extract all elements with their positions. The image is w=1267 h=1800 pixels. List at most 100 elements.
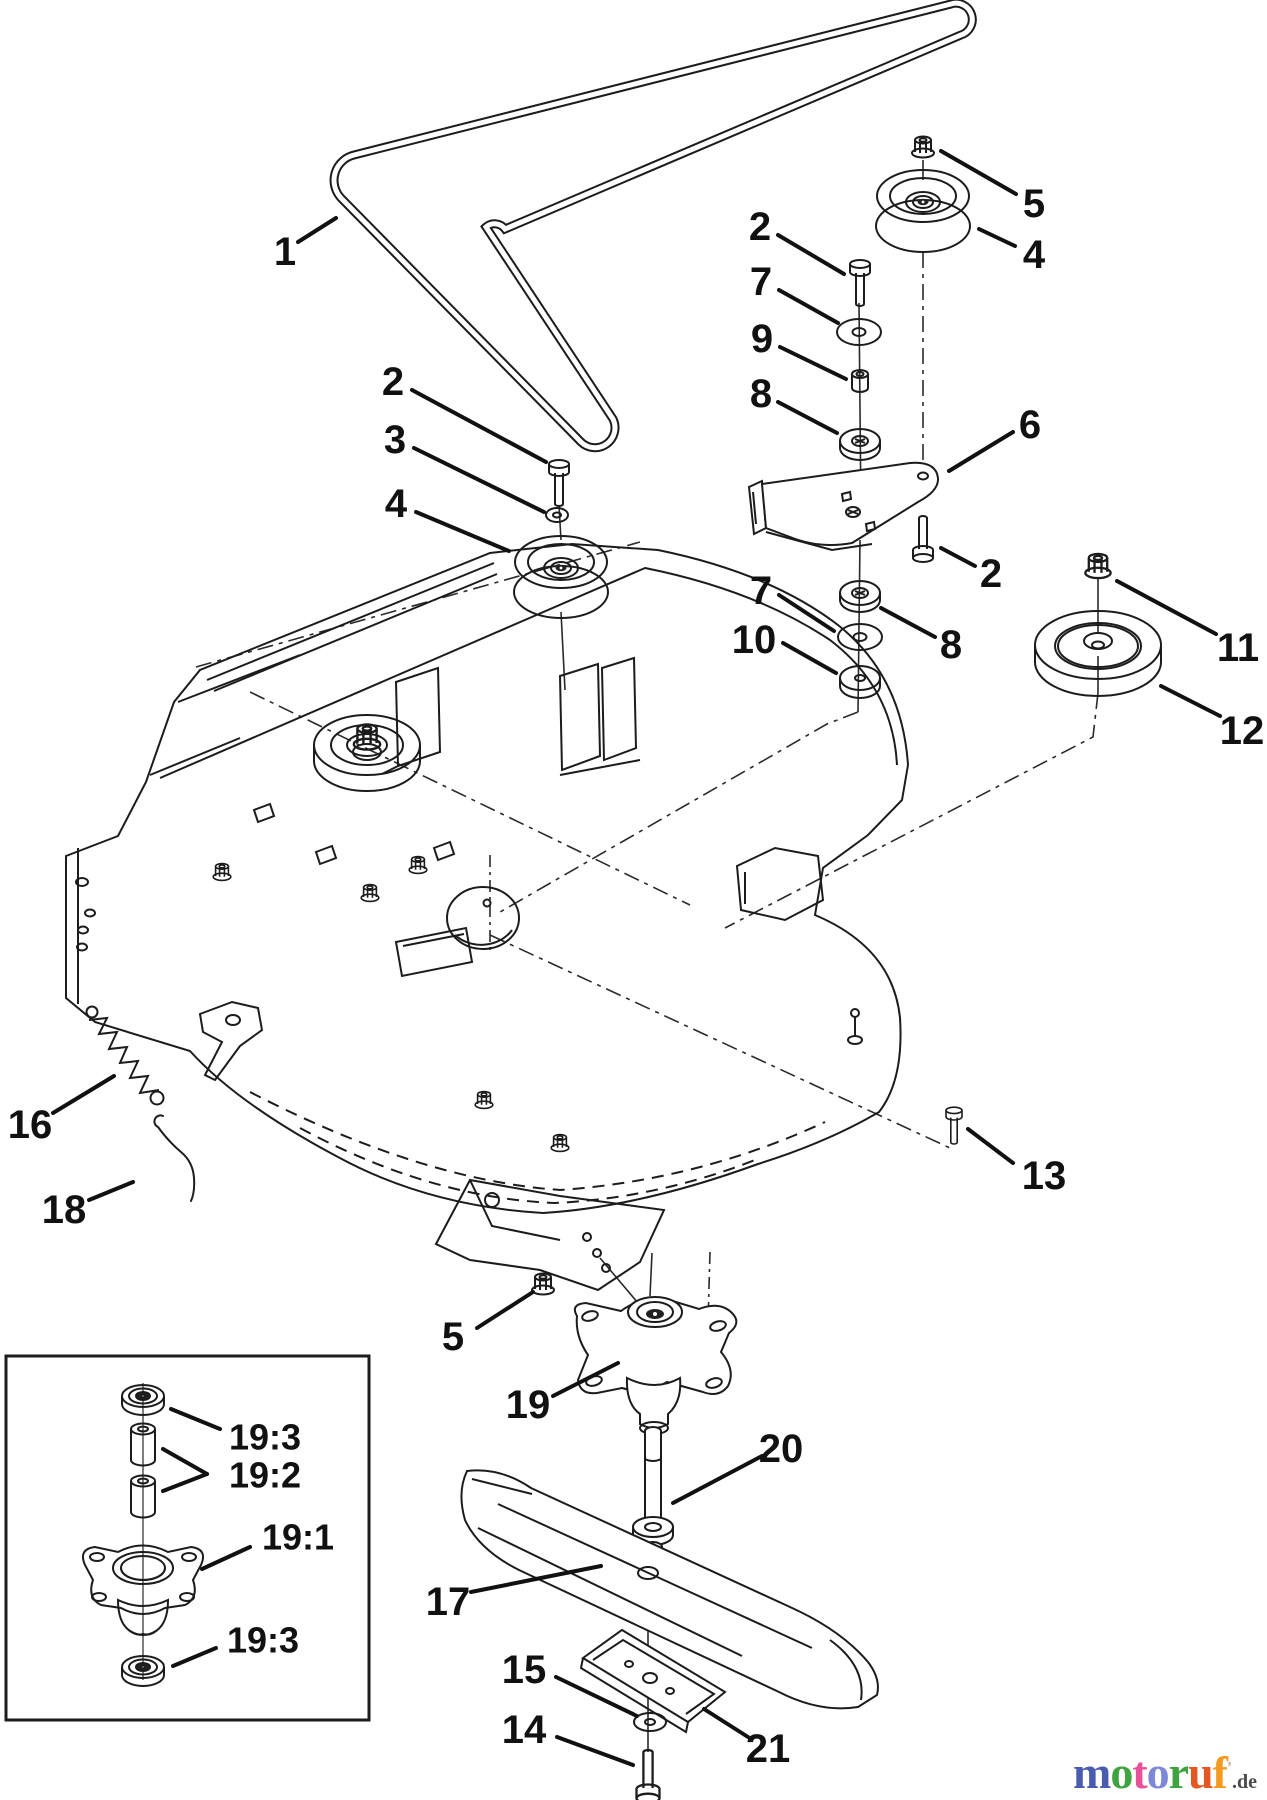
callout-leader [51,1074,116,1115]
callout-12: 12 [1159,684,1265,753]
callout-2: 2 [939,546,1002,596]
callout-leader [939,149,1018,196]
callout-8: 8 [879,606,962,667]
callout-leader [977,227,1017,248]
callout-label: 21 [746,1727,791,1771]
callout-leader [87,1180,135,1202]
callout-label: 5 [1023,182,1045,226]
callout-label: 19:3 [227,1620,299,1661]
bearing-19-3-bottom [121,1655,165,1687]
callout-label: 8 [750,372,772,416]
callout-label: 18 [42,1188,87,1232]
callout-leader [200,1545,252,1571]
callout-label: 2 [749,205,771,249]
callout-label: 7 [750,260,772,304]
callout-leader [776,233,846,276]
callout-4: 4 [977,227,1046,277]
idler-pulley-4-right [875,169,971,253]
logo-letter: t [1132,1747,1147,1798]
callout-label: 17 [426,1580,471,1624]
callout-label: 19:1 [262,1517,334,1558]
callout-label: 12 [1220,709,1265,753]
callout-label: 19:2 [229,1455,301,1496]
accelerator-plate-21 [579,1628,727,1734]
callout-4: 4 [385,482,511,553]
callout-label: 16 [8,1103,53,1147]
callout-16: 16 [8,1074,116,1147]
callout-leader [469,1564,603,1594]
callout-leader [939,546,977,568]
callout-label: 19 [506,1383,551,1427]
callout-label: 1 [274,230,296,274]
callout-leader [777,288,840,325]
callout-leader [161,1447,209,1476]
bolt-2-middle [849,259,871,307]
idler-bracket-6 [747,461,940,552]
callout-17: 17 [426,1564,603,1624]
callout-21: 21 [702,1707,791,1771]
callout-3: 3 [384,418,546,514]
callout-label: 4 [1023,233,1046,277]
callout-label: 15 [502,1648,547,1692]
callout-19:3: 19:3 [169,1407,301,1458]
callout-leader [554,1675,639,1718]
callout-8: 8 [750,372,839,435]
logo-letter: u [1188,1747,1214,1798]
callout-leader [410,388,548,464]
callout-label: 13 [1022,1154,1067,1198]
callout-11: 11 [1115,579,1259,670]
exploded-view-artwork [4,0,1162,1800]
callout-leader [171,1646,218,1668]
callout-leader [702,1707,750,1739]
callout-leader [879,606,937,639]
callout-15: 15 [502,1648,639,1718]
callout-leader [475,1290,535,1330]
callout-9: 9 [751,317,848,381]
callout-leader [781,641,838,675]
callout-label: 9 [751,317,773,361]
callout-leader [777,593,836,633]
extension-spring-16 [85,1005,165,1106]
callout-1: 1 [274,216,338,274]
deck-pulley [313,714,421,792]
callout-label: 7 [750,569,772,613]
bolt-13 [945,1106,963,1145]
logo-letter: o [1146,1747,1170,1798]
bolt-2-right [912,515,934,563]
callout-6: 6 [947,403,1041,473]
drive-belt [329,0,977,453]
callout-2: 2 [749,205,846,276]
spindle-detail-inset [4,1354,371,1722]
callout-label: 19:3 [229,1417,301,1458]
callout-5: 5 [939,149,1045,226]
callout-19:2: 19:2 [161,1447,301,1496]
mower-deck-shell [65,542,910,1292]
blade-shaft-20 [632,1426,674,1553]
callout-label: 6 [1019,403,1041,447]
callout-5: 5 [442,1290,535,1359]
logo-suffix: .de [1232,1771,1257,1793]
callout-label: 8 [940,623,962,667]
callout-label: 2 [382,360,404,404]
flange-nut-5-top [911,135,935,159]
callout-leader [551,1361,620,1398]
callout-leader [296,216,338,244]
callout-label: 11 [1217,626,1259,670]
washer-15 [633,1712,667,1732]
motoruf-logo: motoruf’.de [1073,1750,1257,1796]
blade-bolt-14 [635,1748,661,1800]
callout-13: 13 [966,1127,1067,1198]
callout-label: 10 [732,618,777,662]
callout-label: 20 [759,1427,804,1471]
spacer-10 [839,665,881,699]
callout-18: 18 [42,1180,135,1232]
logo-mark: ’ [1227,1759,1232,1776]
callout-19:1: 19:1 [200,1517,334,1571]
lock-nut-11 [1084,552,1112,580]
spindle-housing-19-1 [82,1544,204,1636]
callout-leader [412,446,546,514]
callout-label: 3 [384,418,406,462]
logo-letter: m [1073,1747,1111,1798]
